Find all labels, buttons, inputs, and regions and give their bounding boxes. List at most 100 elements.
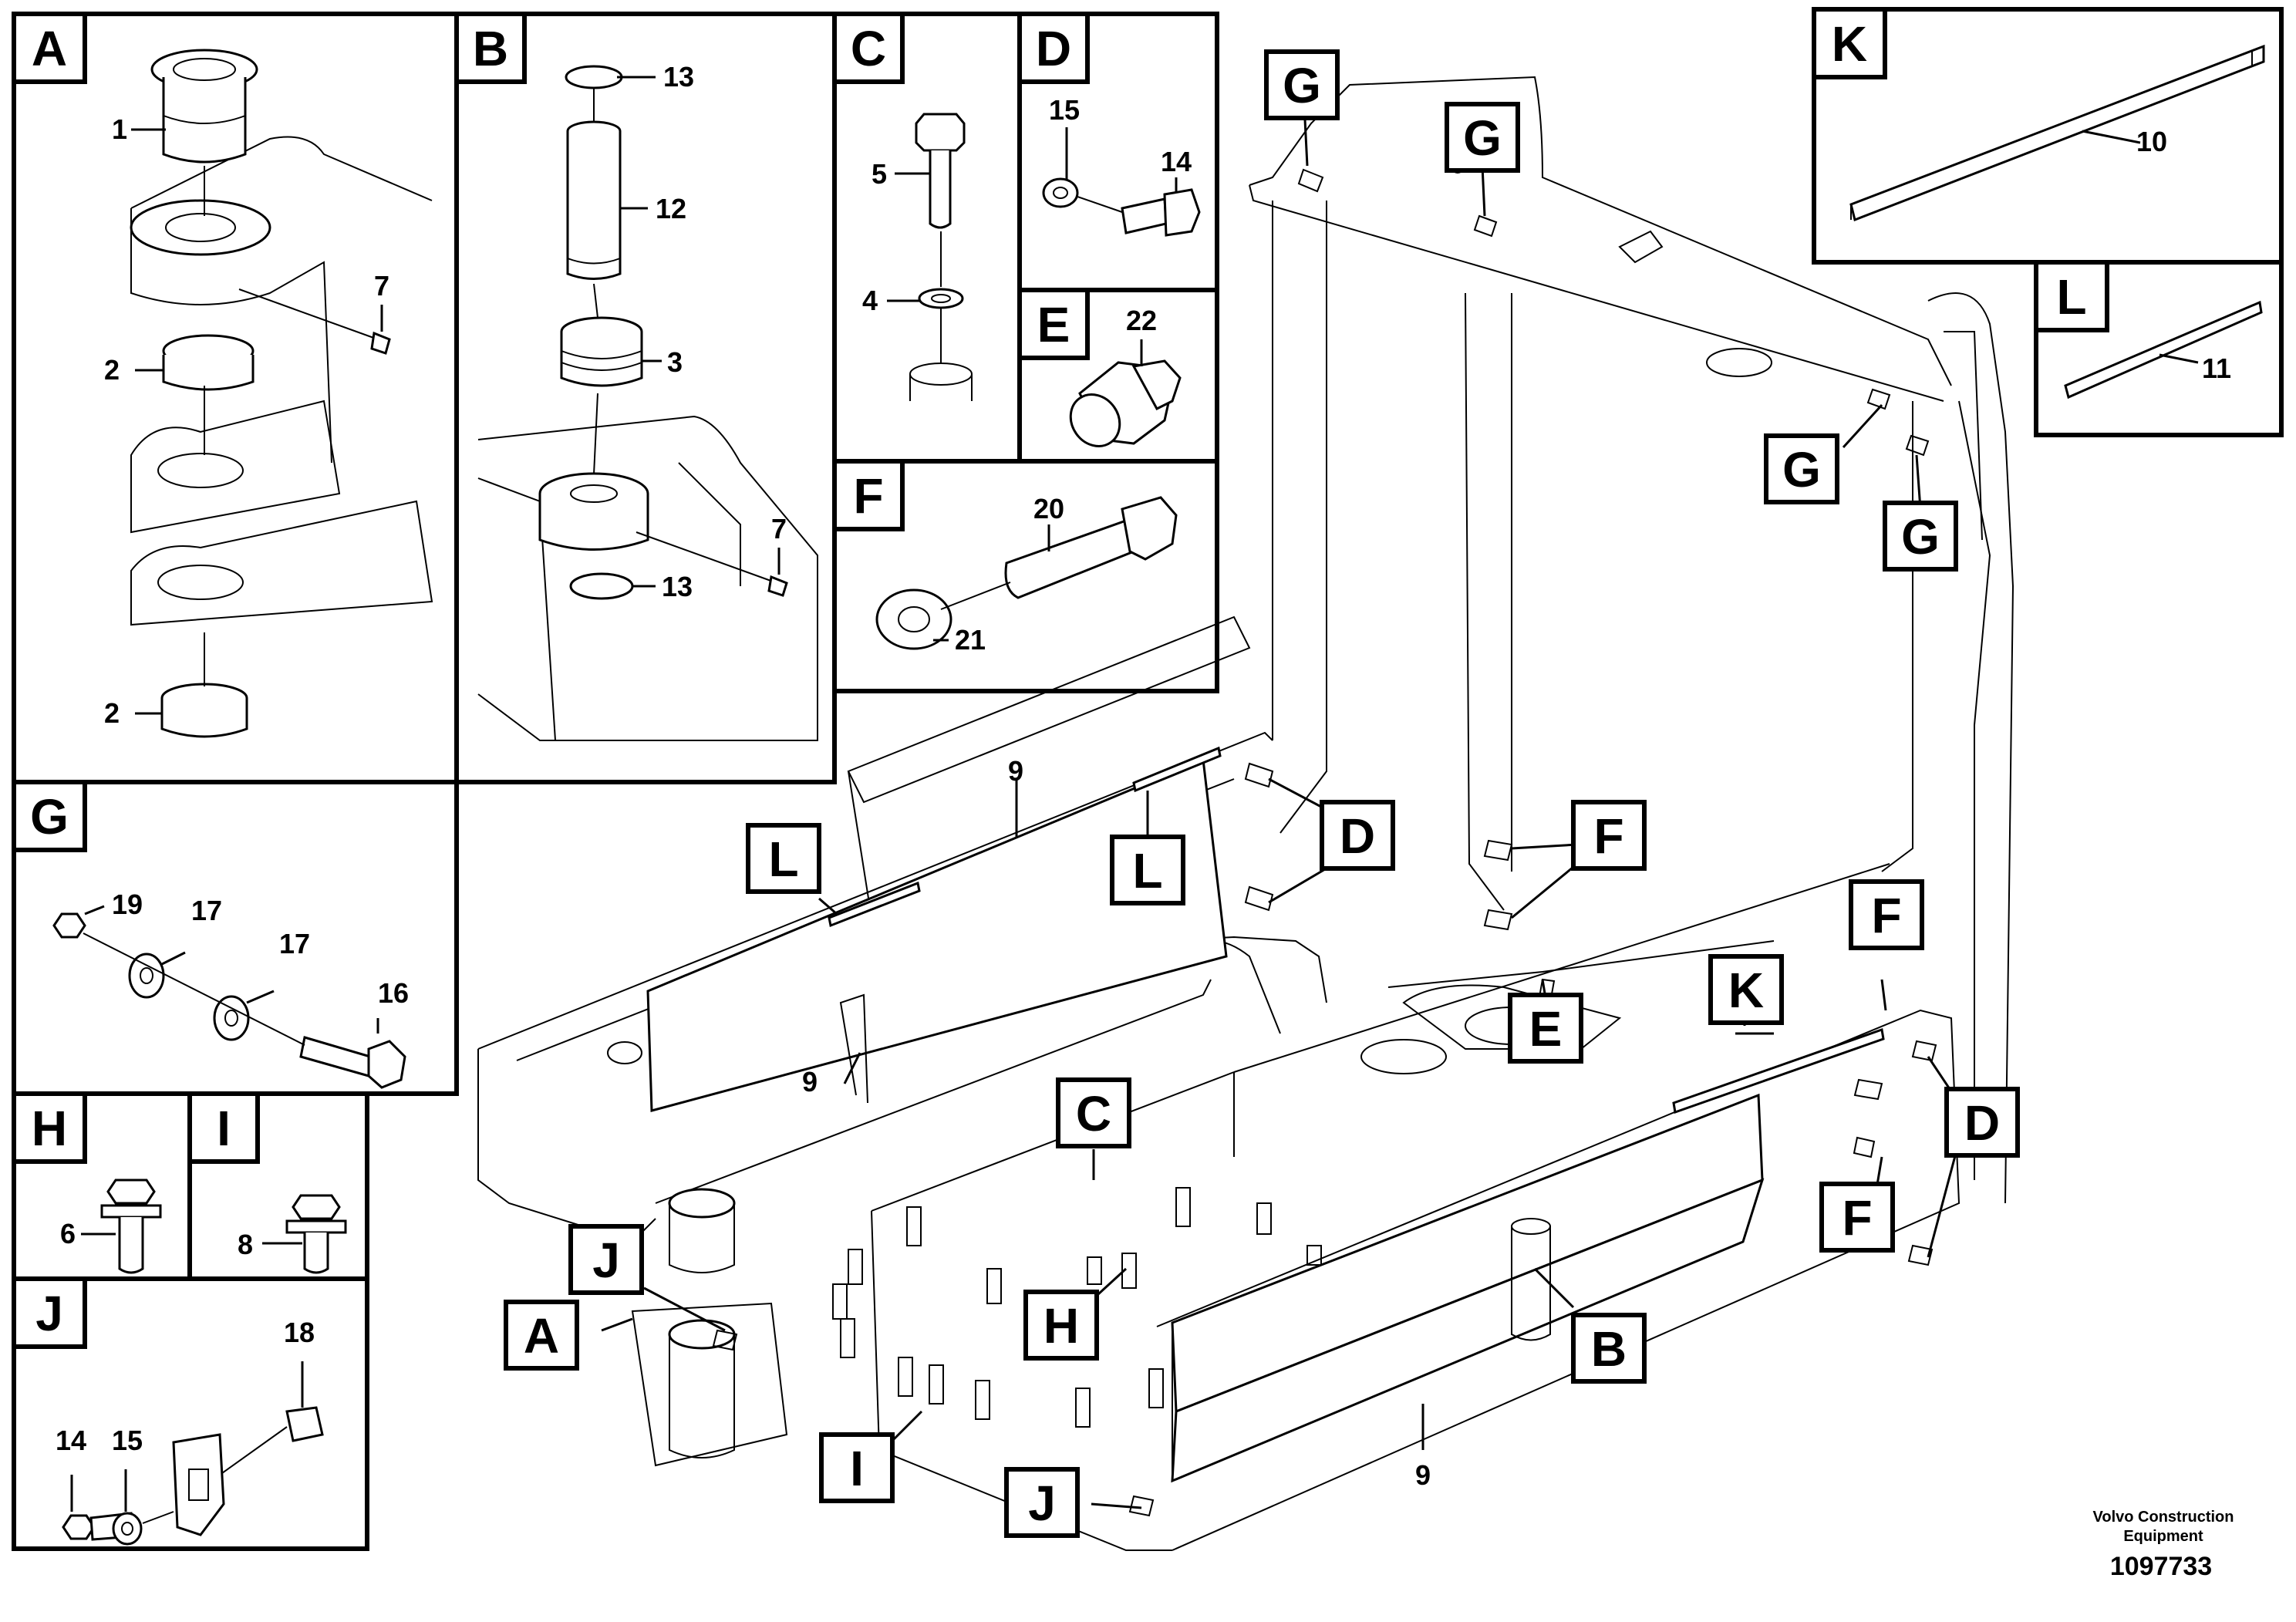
callout-d-1-text: D [1340, 808, 1375, 864]
part-number-9-front: 9 [1415, 1459, 1431, 1491]
part-number-12: 12 [656, 193, 686, 224]
panel-g-drawing [52, 905, 406, 1089]
callout-g-4-text: G [1901, 509, 1940, 565]
part-number-4: 4 [862, 285, 878, 316]
callout-h-1-text: H [1043, 1298, 1079, 1354]
callout-d-1: D [1320, 800, 1395, 871]
panel-label-b: B [454, 12, 527, 84]
panel-k-drawing [1849, 44, 2265, 222]
part-number-5: 5 [872, 158, 887, 190]
panel-label-e-text: E [1037, 297, 1070, 352]
footer-credit: Volvo Construction Equipment 1097733 [2093, 1509, 2234, 1581]
part-number-16: 16 [378, 977, 409, 1009]
panel-label-c: C [832, 12, 905, 84]
panel-label-a: A [12, 12, 87, 84]
panel-j-frame [12, 1276, 369, 1551]
panel-label-c-text: C [851, 21, 886, 76]
panel-label-l-text: L [2056, 269, 2086, 325]
panel-i-drawing [262, 1194, 347, 1274]
panel-b-drawing [477, 65, 818, 741]
panel-label-j-text: J [35, 1286, 63, 1341]
footer-drawing-number: 1097733 [2110, 1552, 2212, 1581]
panel-label-d: D [1017, 12, 1090, 84]
panel-h-drawing [81, 1179, 162, 1274]
part-number-9-rear: 9 [802, 1066, 818, 1098]
part-number-2-upper: 2 [104, 354, 120, 386]
callout-f-2: F [1849, 879, 1924, 950]
panel-l-drawing [2064, 300, 2263, 400]
callout-i-1: I [819, 1432, 895, 1503]
part-number-22: 22 [1126, 305, 1157, 336]
panel-label-j: J [12, 1276, 87, 1349]
part-number-2-lower: 2 [104, 697, 120, 729]
callout-f-2-text: F [1871, 888, 1901, 943]
callout-l-2: L [1110, 835, 1185, 905]
part-number-7-b: 7 [771, 513, 787, 545]
part-number-9-top: 9 [1008, 755, 1023, 787]
panel-label-a-text: A [32, 21, 67, 76]
panel-label-l: L [2034, 260, 2109, 332]
callout-g-1: G [1264, 49, 1340, 120]
part-number-17-a: 17 [191, 895, 222, 926]
part-number-6: 6 [60, 1218, 76, 1249]
callout-f-3: F [1819, 1182, 1895, 1253]
panel-a-drawing [130, 49, 433, 738]
footer-company-line1: Volvo Construction [2093, 1509, 2234, 1526]
callout-l-1: L [746, 823, 821, 894]
panel-label-b-text: B [473, 21, 508, 76]
callout-d-2-text: D [1964, 1095, 2000, 1151]
callout-h-1: H [1023, 1290, 1099, 1361]
part-number-20: 20 [1033, 493, 1064, 524]
part-number-3: 3 [667, 346, 683, 378]
panel-label-h: H [12, 1091, 87, 1164]
panel-label-f: F [832, 459, 905, 531]
callout-b-1-text: B [1591, 1321, 1627, 1377]
callout-l-1-text: L [768, 831, 798, 887]
callout-g-2-text: G [1463, 110, 1502, 166]
part-number-11: 11 [2202, 352, 2231, 384]
main-frame-drawing [477, 76, 2014, 1551]
panel-c-drawing [887, 113, 973, 401]
main-callouts: G G G G D F E F K D F L L C J A H I J B [504, 49, 2020, 1538]
callout-g-1-text: G [1283, 58, 1321, 113]
part-number-10: 10 [2136, 126, 2167, 157]
callout-c-1-text: C [1076, 1086, 1111, 1141]
part-number-15-d: 15 [1049, 94, 1080, 126]
panel-label-e: E [1017, 288, 1090, 360]
panel-label-i-text: I [217, 1101, 231, 1156]
callout-i-1-text: I [850, 1441, 864, 1496]
panel-label-d-text: D [1036, 21, 1071, 76]
panel-e-drawing [1069, 339, 1182, 447]
panel-label-f-text: F [853, 468, 883, 524]
panel-j-drawing [62, 1361, 324, 1546]
callout-a-1: A [504, 1300, 579, 1371]
panel-label-h-text: H [32, 1101, 67, 1156]
callout-e-1: E [1508, 993, 1583, 1064]
part-number-8: 8 [238, 1229, 253, 1260]
panel-l-frame [2034, 260, 2284, 437]
part-number-19: 19 [112, 889, 143, 920]
part-number-labels: 1 2 2 7 13 12 3 7 13 5 4 15 14 22 20 21 … [56, 61, 2231, 1491]
frame-bolts [832, 1187, 1322, 1428]
panel-label-i: I [187, 1091, 260, 1164]
part-number-21: 21 [955, 624, 986, 656]
callout-f-1-text: F [1593, 808, 1623, 864]
part-number-18: 18 [284, 1317, 315, 1348]
callout-a-1-text: A [524, 1308, 559, 1364]
part-number-14-j: 14 [56, 1425, 86, 1456]
part-number-7-a: 7 [374, 270, 389, 302]
callout-j-1: J [568, 1224, 644, 1295]
callout-b-1: B [1571, 1313, 1647, 1384]
footer-company-line2: Equipment [2123, 1528, 2203, 1545]
part-number-17-b: 17 [279, 928, 310, 959]
callout-e-1-text: E [1529, 1001, 1563, 1057]
panel-labels: A B C D E F G H [12, 7, 2109, 1349]
callout-j-1-text: J [592, 1233, 620, 1288]
part-number-14-d: 14 [1161, 146, 1192, 177]
callout-j-2-text: J [1028, 1475, 1056, 1531]
callout-d-2: D [1944, 1087, 2020, 1158]
callout-f-1: F [1571, 800, 1647, 871]
callout-k-1: K [1708, 954, 1784, 1025]
panel-label-k-text: K [1832, 16, 1867, 72]
